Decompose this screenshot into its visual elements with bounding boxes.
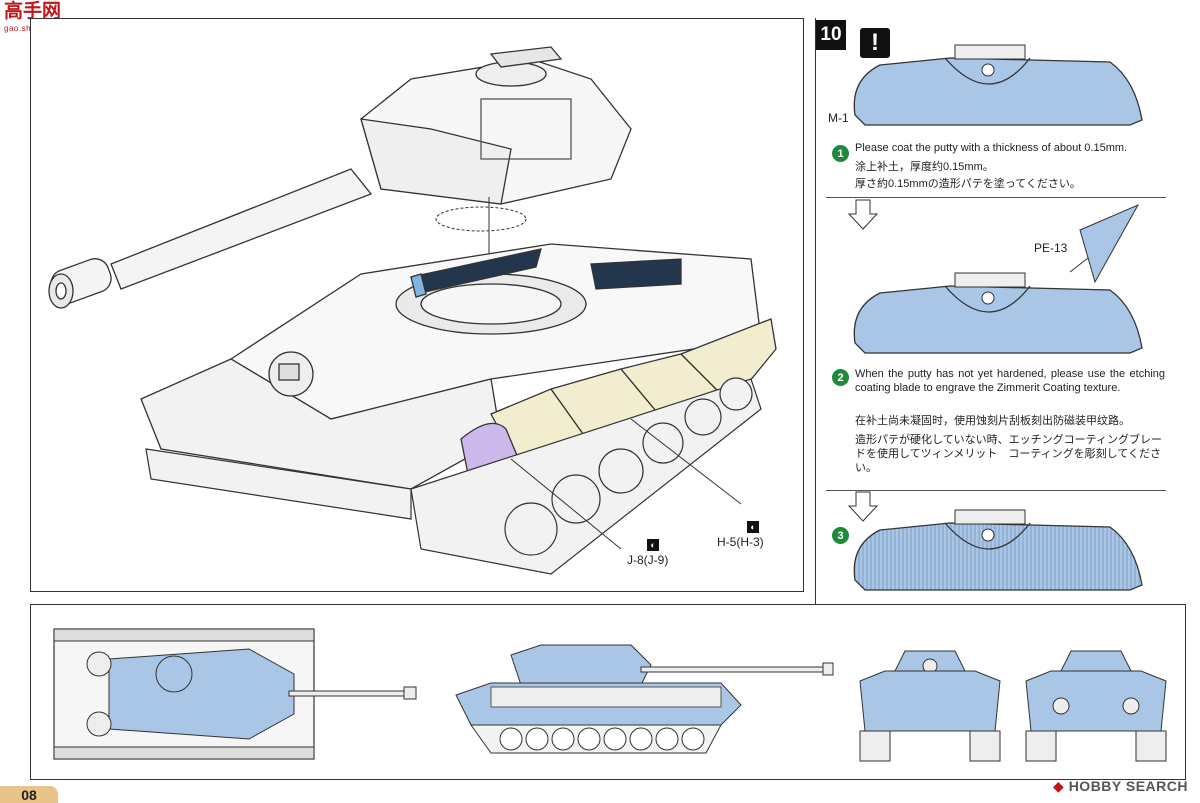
step-divider-2 xyxy=(826,490,1166,491)
part-label-h5: ◐ H-5(H-3) xyxy=(717,519,764,549)
page-number-tab: 08 xyxy=(0,786,58,803)
warning-icon: ! xyxy=(860,28,890,58)
source-credit-text: HOBBY SEARCH xyxy=(1068,778,1188,794)
part-glyph-icon: ◐ xyxy=(647,539,659,551)
tank-top-view xyxy=(53,628,417,760)
hull xyxy=(140,243,762,490)
source-credit: ◆ HOBBY SEARCH xyxy=(1053,778,1188,795)
step-2-badge: 2 xyxy=(832,369,849,386)
mantlet-stage-2 xyxy=(853,272,1143,354)
part-label-j8: ◐ J-8(J-9) xyxy=(627,537,668,567)
tank-assembly-illustration xyxy=(48,46,777,575)
callout-lines xyxy=(510,418,742,550)
gun-barrel xyxy=(48,168,373,309)
step-10-left-border xyxy=(815,18,816,604)
turret xyxy=(360,46,632,205)
part-label-h5-text: H-5(H-3) xyxy=(717,535,764,549)
tracks xyxy=(145,377,762,575)
step-2-text-zh: 在补土尚未凝固时，使用蚀刻片刮板刻出防磁装甲纹路。 xyxy=(855,415,1130,427)
mantlet-stage-1 xyxy=(853,44,1143,126)
part-glyph-icon: ◐ xyxy=(747,521,759,533)
step-1-text-zh: 涂上补土，厚度约0.15mm。 xyxy=(855,161,994,173)
etching-blade-pe13 xyxy=(1069,203,1140,284)
mantlet-stage-3 xyxy=(853,509,1143,591)
step-1-badge: 1 xyxy=(832,145,849,162)
part-label-pe13: PE-13 xyxy=(1034,241,1068,255)
tank-rear-view xyxy=(1025,650,1167,762)
step-divider-1 xyxy=(826,197,1166,198)
step-number-badge: 10 xyxy=(816,20,846,50)
step-2-text-jp: 造形パテが硬化していない時、エッチングコーティングブレードを使用してツィンメリッ… xyxy=(855,434,1163,474)
step-1-text-en: Please coat the putty with a thickness o… xyxy=(855,142,1128,154)
hobby-search-logo-icon: ◆ xyxy=(1053,778,1065,794)
watermark-logo: 高手网 xyxy=(4,1,62,22)
tank-side-view xyxy=(455,644,834,754)
step-2-text-en: When the putty has not yet hardened, ple… xyxy=(855,368,1165,394)
part-label-j8-text: J-8(J-9) xyxy=(627,553,669,567)
part-label-m1: M-1 xyxy=(828,111,849,125)
tank-front-view xyxy=(859,650,1001,762)
down-arrow-2 xyxy=(847,491,879,522)
step-9-panel: ◐ H-5(H-3) ◐ J-8(J-9) xyxy=(30,18,804,592)
views-strip-panel xyxy=(30,604,1186,780)
step-1-text-jp: 厚さ約0.15mmの造形パテを塗ってください。 xyxy=(855,178,1081,190)
down-arrow-1 xyxy=(847,199,879,230)
step-3-badge: 3 xyxy=(832,527,849,544)
